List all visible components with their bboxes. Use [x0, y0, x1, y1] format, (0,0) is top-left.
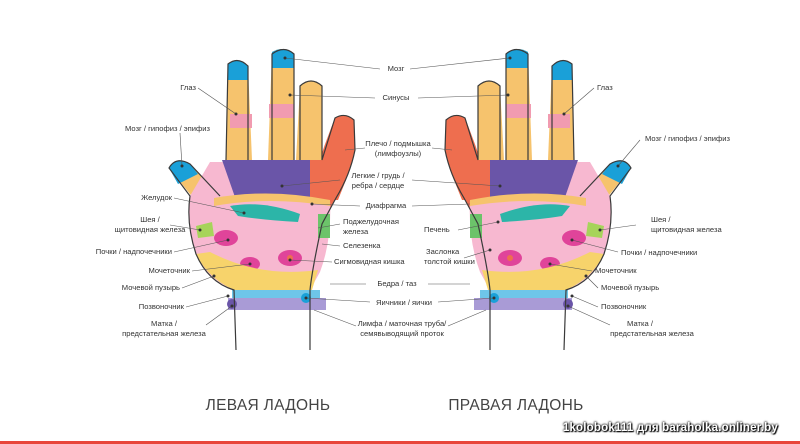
label-pancreas-line2: железа — [343, 227, 369, 236]
label-sinuses: Синусы — [383, 93, 410, 102]
bottom-red-line — [0, 441, 800, 444]
left-label-stomach: Желудок — [141, 193, 173, 202]
right-label-uterus-line1: Матка / — [627, 319, 654, 328]
right-label-eye: Глаз — [597, 83, 613, 92]
label-lymph-line1: Лимфа / маточная труба/ — [358, 319, 447, 328]
label-lymph-line2: семявыводящий проток — [360, 329, 444, 338]
leader-lines — [169, 56, 641, 327]
left-label-thyroid-line1: Шея / — [140, 215, 160, 224]
label-hip: Бедра / таз — [377, 279, 417, 288]
label-lungs-line1: Легкие / грудь / — [351, 171, 405, 180]
right-label-kidneys: Почки / надпочечники — [621, 248, 697, 257]
right-label-ureter: Мочеточник — [595, 266, 637, 275]
left-label-bladder: Мочевой пузырь — [122, 283, 180, 292]
left-label-uterus-line1: Матка / — [151, 319, 178, 328]
right-label-uterus-line2: предстательная железа — [610, 329, 694, 338]
label-brain: Мозг — [388, 64, 405, 73]
left-label-thyroid-line2: щитовидная железа — [115, 225, 186, 234]
label-ovaries: Яичники / яички — [376, 298, 432, 307]
left-label-eye: Глаз — [180, 83, 196, 92]
left-label-ureter: Мочеточник — [148, 266, 190, 275]
left-label-pituitary: Мозг / гипофиз / эпифиз — [125, 124, 210, 133]
right-label-spine: Позвоночник — [601, 302, 647, 311]
left-label-spine: Позвоночник — [139, 302, 185, 311]
right-label-thyroid-line1: Шея / — [651, 215, 671, 224]
right-label-bladder: Мочевой пузырь — [601, 283, 659, 292]
watermark: 1kolobok111 для baraholka.onliner.by — [562, 422, 778, 434]
label-sigmoid: Сигмовидная кишка — [334, 257, 405, 266]
label-shoulder-line2: (лимфоузлы) — [375, 149, 422, 158]
label-diaphragm: Диафрагма — [366, 201, 407, 210]
left-label-kidneys: Почки / надпочечники — [96, 247, 172, 256]
label-spleen: Селезенка — [343, 241, 381, 250]
label-shoulder-line1: Плечо / подмышка — [365, 139, 431, 148]
left-palm — [168, 48, 356, 351]
label-liver: Печень — [424, 225, 450, 234]
left-label-uterus-line2: предстательная железа — [122, 329, 206, 338]
label-valve-line1: Заслонка — [426, 247, 460, 256]
right-palm-title: ПРАВАЯ ЛАДОНЬ — [448, 397, 583, 414]
label-pancreas-line1: Поджелудочная — [343, 217, 399, 226]
left-palm-title: ЛЕВАЯ ЛАДОНЬ — [206, 397, 331, 414]
right-label-thyroid-line2: щитовидная железа — [651, 225, 722, 234]
right-label-pituitary: Мозг / гипофиз / эпифиз — [645, 134, 730, 143]
label-valve-line2: толстой кишки — [424, 257, 475, 266]
label-lungs-line2: ребра / сердце — [352, 181, 404, 190]
